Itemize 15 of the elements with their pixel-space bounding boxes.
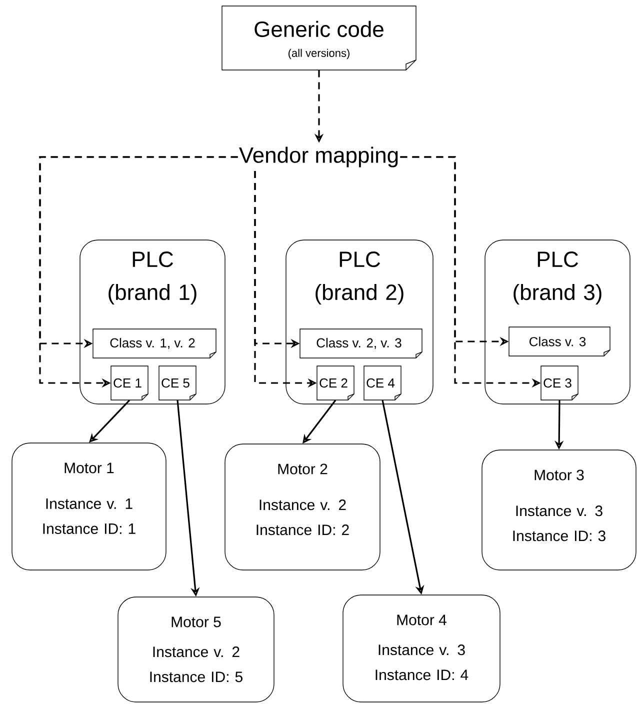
- motor-box: Motor 3 Instance v. 3 Instance ID: 3: [482, 450, 636, 570]
- class-document: Class v. 2, v. 3: [300, 328, 422, 358]
- motor-box: Motor 5 Instance v. 2 Instance ID: 5: [118, 596, 274, 702]
- class-document: Class v. 3: [508, 326, 610, 356]
- code-document: Generic code (all versions): [222, 6, 416, 70]
- ce-document: CE 3: [540, 366, 578, 400]
- ce-document: CE 4: [364, 366, 402, 400]
- ce-document: CE 5: [158, 366, 196, 400]
- ce-document: CE 1: [110, 366, 148, 400]
- motor-box: Motor 4 Instance v. 3 Instance ID: 4: [342, 594, 500, 702]
- motor-box: Motor 1 Instance v. 1 Instance ID: 1: [12, 442, 166, 570]
- mapping-label: Vendor mapping: [238, 146, 398, 168]
- ce-document: CE 2: [316, 366, 354, 400]
- motor-box: Motor 2 Instance v. 2 Instance ID: 2: [224, 444, 380, 570]
- class-document: Class v. 1, v. 2: [92, 328, 216, 358]
